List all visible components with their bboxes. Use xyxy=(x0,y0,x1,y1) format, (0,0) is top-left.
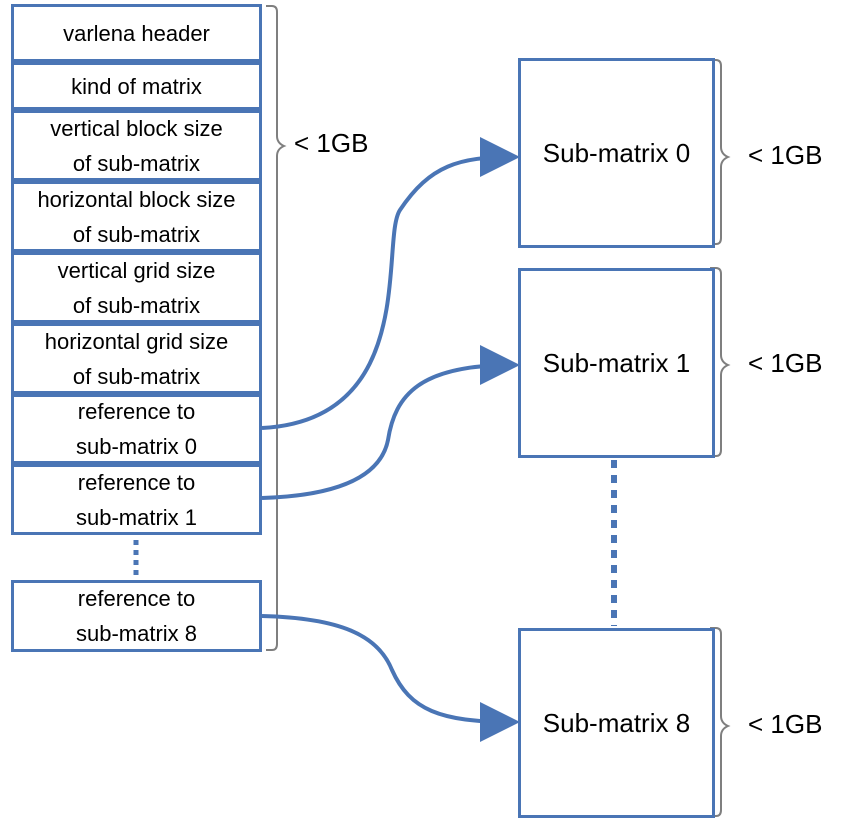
cell-reference-sub-matrix-0: reference to sub-matrix 0 xyxy=(11,394,262,464)
sub-matrix-1-box: Sub-matrix 1 xyxy=(518,268,715,458)
sub-matrix-1-brace xyxy=(710,267,731,457)
cell-horizontal-block-size: horizontal block size of sub-matrix xyxy=(11,181,262,252)
arrow-ref-0-to-sub-matrix-0 xyxy=(261,137,520,430)
arrow-ref-1-to-sub-matrix-1 xyxy=(261,345,520,500)
sub-matrix-0-box: Sub-matrix 0 xyxy=(518,58,715,248)
sub-matrix-8-label: Sub-matrix 8 xyxy=(542,707,691,738)
cell-kind-of-matrix: kind of matrix xyxy=(11,62,262,110)
sub-matrix-8-size-label: < 1GB xyxy=(748,709,823,739)
cell-reference-sub-matrix-8: reference to sub-matrix 8 xyxy=(11,580,262,652)
cell-varlena-header: varlena header xyxy=(11,4,262,62)
arrow-ref-8-to-sub-matrix-8 xyxy=(261,614,520,742)
sub-matrix-1-label: Sub-matrix 1 xyxy=(542,347,691,378)
header-brace xyxy=(266,5,287,651)
sub-matrix-8-brace xyxy=(710,627,731,817)
cell-vertical-grid-size: vertical grid size of sub-matrix xyxy=(11,252,262,323)
sub-matrix-1-size-label: < 1GB xyxy=(748,348,823,378)
header-size-label: < 1GB xyxy=(294,128,369,158)
sub-matrix-8-box: Sub-matrix 8 xyxy=(518,628,715,818)
sub-matrix-0-size-label: < 1GB xyxy=(748,140,823,170)
sub-matrix-0-label: Sub-matrix 0 xyxy=(542,137,691,168)
cell-vertical-block-size: vertical block size of sub-matrix xyxy=(11,110,262,181)
sub-matrix-0-brace xyxy=(710,59,731,245)
cell-reference-sub-matrix-1: reference to sub-matrix 1 xyxy=(11,464,262,535)
cell-horizontal-grid-size: horizontal grid size of sub-matrix xyxy=(11,323,262,394)
